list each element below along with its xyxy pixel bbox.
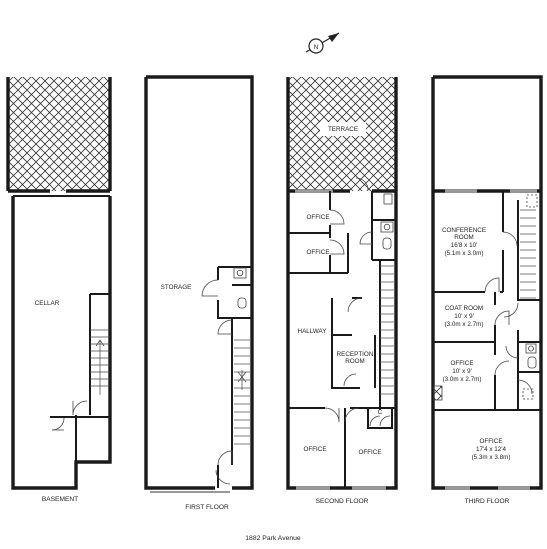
office-label-second-d: OFFICE bbox=[358, 449, 381, 456]
second-floor-sink-icon bbox=[380, 221, 394, 233]
second-floor-plan: C TERRACE OFFICE OFFICE HALLWAY RECEPTIO… bbox=[286, 77, 398, 505]
compass-icon: N bbox=[305, 32, 340, 54]
first-floor-sink-icon bbox=[233, 267, 247, 279]
third-floor-hatched-unit bbox=[433, 385, 443, 401]
first-floor-stairs bbox=[234, 339, 250, 445]
storage-label: STORAGE bbox=[161, 284, 192, 291]
reception-room-label-line2: ROOM bbox=[345, 358, 365, 365]
reception-room-label-line1: RECEPTION bbox=[337, 351, 374, 358]
property-title: 1882 Park Avenue bbox=[245, 535, 301, 542]
office-small-label: OFFICE bbox=[450, 360, 473, 367]
coat-room-dim-ft: 10' x 9' bbox=[454, 313, 474, 320]
third-floor-label: THIRD FLOOR bbox=[465, 498, 510, 505]
third-floor-plan: CONFERENCE ROOM 16'8 x 10' (5.1m x 3.0m)… bbox=[431, 75, 543, 505]
terrace-label: TERRACE bbox=[328, 126, 358, 133]
third-floor-toilet-icon bbox=[527, 356, 537, 369]
first-floor-label: FIRST FLOOR bbox=[185, 504, 229, 511]
basement-stairs bbox=[90, 329, 110, 395]
hallway-label: HALLWAY bbox=[298, 328, 328, 335]
basement-plan: CELLAR BASEMENT bbox=[6, 77, 112, 503]
first-floor-plan: STORAGE FIRST FLOOR bbox=[144, 75, 254, 511]
office-label-second-a: OFFICE bbox=[306, 214, 329, 221]
closet-mark: C bbox=[378, 409, 383, 416]
coat-room-dim-m: (3.0m x 2.7m) bbox=[445, 321, 484, 328]
second-floor-toilet-icon bbox=[382, 237, 392, 250]
conference-room-label-line1: CONFERENCE bbox=[442, 227, 486, 234]
third-floor-stairs bbox=[520, 209, 536, 299]
office-label-second-c: OFFICE bbox=[303, 446, 326, 453]
office-small-dim-m: (3.0m x 2.7m) bbox=[443, 376, 482, 383]
conference-room-label-line2: ROOM bbox=[454, 234, 474, 241]
second-floor-fixture-icon bbox=[383, 193, 393, 205]
office-large-dim-ft: 17'4 x 12'4 bbox=[476, 446, 507, 453]
second-floor-stairs bbox=[380, 265, 394, 395]
basement-floor-label: BASEMENT bbox=[42, 496, 78, 503]
basement-courtyard-hatch bbox=[8, 77, 110, 191]
office-label-second-b: OFFICE bbox=[306, 249, 329, 256]
office-small-dim-ft: 10' x 9' bbox=[452, 368, 472, 375]
compass-north-label: N bbox=[314, 44, 319, 51]
conference-room-dim-m: (5.1m x 3.0m) bbox=[445, 250, 484, 257]
cellar-label: CELLAR bbox=[35, 300, 60, 307]
coat-room-label: COAT ROOM bbox=[445, 305, 483, 312]
second-floor-label: SECOND FLOOR bbox=[316, 498, 369, 505]
office-large-label: OFFICE bbox=[479, 438, 502, 445]
conference-room-dim-ft: 16'8 x 10' bbox=[451, 242, 478, 249]
third-floor-sink-icon bbox=[525, 343, 537, 354]
first-floor-toilet-icon bbox=[237, 297, 247, 309]
office-large-dim-m: (5.3m x 3.8m) bbox=[472, 454, 511, 461]
